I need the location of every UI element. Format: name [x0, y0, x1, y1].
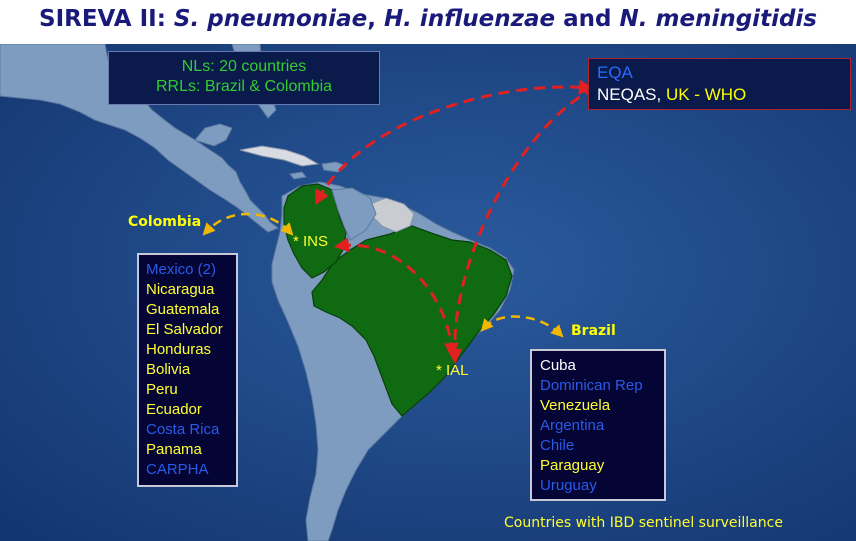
- country-item: Honduras: [146, 341, 212, 358]
- ial-site-label: * IAL: [436, 362, 469, 379]
- yucatan-land: [194, 123, 233, 147]
- country-item: Bolivia: [146, 361, 191, 378]
- uk-who-label: UK - WHO: [665, 85, 747, 104]
- eqa-arrow-from-ins: [315, 79, 594, 206]
- brazil-label: Brazil: [571, 323, 616, 339]
- species-2: H. influenzae: [383, 6, 556, 32]
- legend-footer: Countries with IBD sentinel surveillance: [504, 515, 783, 531]
- ins-ial-arrow: [334, 237, 459, 358]
- country-item: Paraguay: [540, 457, 605, 474]
- ins-site-label: * INS: [293, 233, 329, 250]
- map: [0, 44, 856, 541]
- page-title: SIREVA II: S. pneumoniae, H. influenzae …: [0, 6, 856, 32]
- country-item: Chile: [540, 437, 575, 454]
- jamaica-land: [289, 171, 307, 180]
- country-item: Peru: [146, 381, 178, 398]
- country-item: Ecuador: [146, 401, 202, 418]
- species-1: S. pneumoniae: [173, 6, 368, 32]
- brazil-arrow: [480, 315, 564, 338]
- country-item: Nicaragua: [146, 281, 215, 298]
- title-sep-2: and: [555, 6, 620, 32]
- eqa-heading: EQA: [597, 63, 633, 82]
- rrl-countries: RRLs: Brazil & Colombia: [155, 78, 333, 95]
- country-item: Panama: [146, 441, 202, 458]
- colombia-label: Colombia: [128, 214, 202, 230]
- species-3: N. meningitidis: [619, 6, 817, 32]
- country-item: Costa Rica: [146, 421, 220, 438]
- title-prefix: SIREVA II:: [39, 6, 174, 32]
- country-item: CARPHA: [146, 461, 209, 478]
- nl-count: NLs: 20 countries: [181, 58, 307, 75]
- colombia-country-list: Mexico (2) Nicaragua Guatemala El Salvad…: [137, 253, 238, 487]
- network-summary-box: NLs: 20 countries RRLs: Brazil & Colombi…: [108, 51, 380, 105]
- brazil-country-list: Cuba Dominican Rep Venezuela Argentina C…: [530, 349, 666, 501]
- colombia-arrow: [202, 212, 294, 236]
- title-sep-1: ,: [367, 6, 384, 32]
- neqas-label: NEQAS,: [597, 85, 666, 104]
- eqa-box: EQA NEQAS, UK - WHO: [588, 58, 851, 110]
- eqa-provider: NEQAS, UK - WHO: [597, 85, 746, 105]
- country-item: Uruguay: [540, 477, 597, 494]
- country-item: Argentina: [540, 417, 605, 434]
- country-item: Cuba: [540, 357, 576, 374]
- country-item: Venezuela: [540, 397, 611, 414]
- title-bar: SIREVA II: S. pneumoniae, H. influenzae …: [0, 0, 856, 44]
- country-item: Guatemala: [146, 301, 220, 318]
- country-item: Mexico (2): [146, 261, 217, 278]
- country-item: El Salvador: [146, 321, 223, 338]
- country-item: Dominican Rep: [540, 377, 643, 394]
